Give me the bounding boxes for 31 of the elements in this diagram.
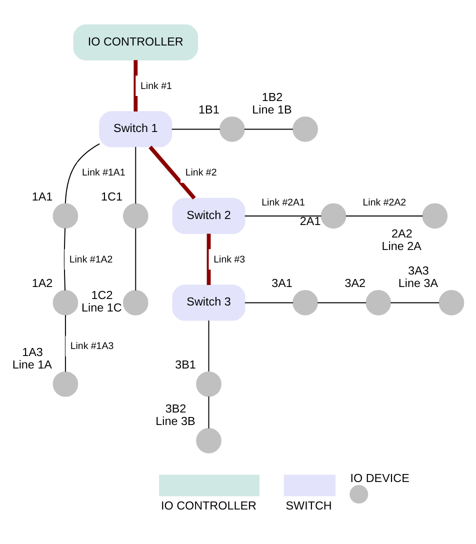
legend-label: SWITCH: [286, 498, 332, 512]
node-label: 2A2: [392, 227, 412, 240]
edge-label: Link #2A1: [262, 197, 305, 208]
legend-label: IO CONTROLLER: [160, 498, 256, 512]
node-label: 3A1: [272, 276, 292, 290]
node-label: 3A3: [408, 264, 429, 278]
edge-label: Link #2: [185, 167, 217, 178]
node-label: Line 2A: [382, 240, 422, 253]
node-label: Line 1C: [82, 301, 122, 314]
node-label: 3B1: [175, 358, 196, 372]
edge-label: Link #1A3: [70, 340, 114, 352]
node-label: Line 1A: [12, 358, 52, 372]
node-label: Line 3B: [156, 414, 196, 428]
node-label: 1A3: [22, 345, 43, 358]
edge-label: Link #1A2: [69, 254, 113, 265]
node-label: 1C2: [91, 288, 113, 302]
node-label: Line 3A: [398, 276, 438, 290]
edge-label: Link #1: [140, 80, 172, 92]
node-label: 3B2: [165, 402, 186, 415]
node-label: 1A1: [32, 190, 53, 203]
node-label: 1B1: [198, 103, 220, 116]
node-label: 3A2: [344, 276, 366, 290]
legend-label: IO DEVICE: [350, 472, 410, 485]
edge-label: Link #3: [214, 254, 246, 265]
node-label: 1C1: [101, 190, 122, 203]
node-label: Line 1B: [252, 103, 292, 116]
node-label: 2A1: [300, 214, 321, 228]
edge-label: Link #1A1: [82, 167, 126, 178]
edge-label: Link #2A2: [362, 197, 406, 208]
node-label: 1B2: [262, 90, 283, 104]
node-label: 1A2: [32, 276, 53, 290]
